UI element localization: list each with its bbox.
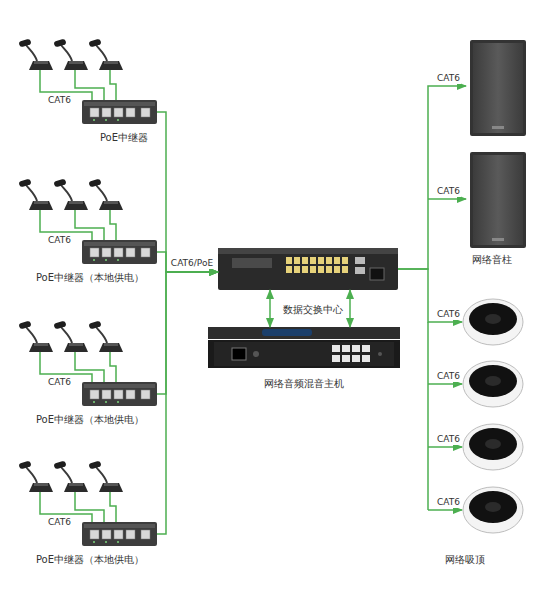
device-caption: 网络音频混音主机 [263, 378, 345, 390]
cable-label: CAT6 [436, 309, 461, 320]
cat6-connector [349, 290, 351, 327]
cat6-connector [157, 112, 218, 272]
ceiling-speaker-group: 网络吸顶 [462, 296, 528, 538]
ceiling-speaker [463, 424, 523, 470]
cat6-connector [157, 252, 218, 272]
poe-repeater: PoE中继器（本地供电） [82, 382, 157, 406]
poe-repeater: PoE中继器（本地供电） [82, 522, 157, 546]
cable-label: CAT6 [47, 377, 72, 388]
device-caption: 网络音柱 [471, 254, 513, 266]
microphone-group [18, 179, 157, 264]
ceiling-speaker [463, 361, 523, 407]
microphone-group [18, 461, 157, 546]
switch-icon [218, 248, 398, 290]
mixer-icon [208, 327, 400, 368]
column-speaker [470, 152, 526, 248]
connector-label: CAT6/PoE [170, 258, 214, 269]
column-speaker-group: 网络音柱 [466, 38, 530, 250]
poe-repeater: PoE中继器（本地供电） [82, 240, 157, 264]
poe-repeater: PoE中继器 [82, 100, 157, 124]
cable-label: CAT6 [47, 235, 72, 246]
cable-label: CAT6 [47, 517, 72, 528]
device-caption: PoE中继器（本地供电） [35, 414, 145, 426]
cable-label: CAT6 [436, 186, 461, 197]
device-caption: PoE中继器 [99, 132, 149, 144]
microphone-group [18, 39, 157, 124]
ceiling-speaker [463, 487, 523, 533]
cable-label: CAT6 [436, 371, 461, 382]
cable-label: CAT6 [436, 434, 461, 445]
device-caption: 数据交换中心 [282, 304, 344, 316]
network-switch: 数据交换中心 [218, 248, 398, 290]
column-speaker [470, 40, 526, 136]
microphone-group [18, 321, 157, 406]
device-caption: PoE中继器（本地供电） [35, 272, 145, 284]
branch-wires [428, 199, 466, 510]
cat6-connector [269, 290, 271, 327]
cat6-connector [157, 272, 218, 534]
ceiling-speaker [463, 299, 523, 345]
device-caption: PoE中继器（本地供电） [35, 554, 145, 566]
audio-mixer: 网络音频混音主机 [208, 327, 400, 368]
device-caption: 网络吸顶 [444, 554, 486, 566]
cat6-connector [398, 269, 462, 322]
cat6-connector [398, 86, 466, 269]
cable-label: CAT6 [436, 497, 461, 508]
cable-label: CAT6 [436, 73, 461, 84]
cable-label: CAT6 [47, 95, 72, 106]
